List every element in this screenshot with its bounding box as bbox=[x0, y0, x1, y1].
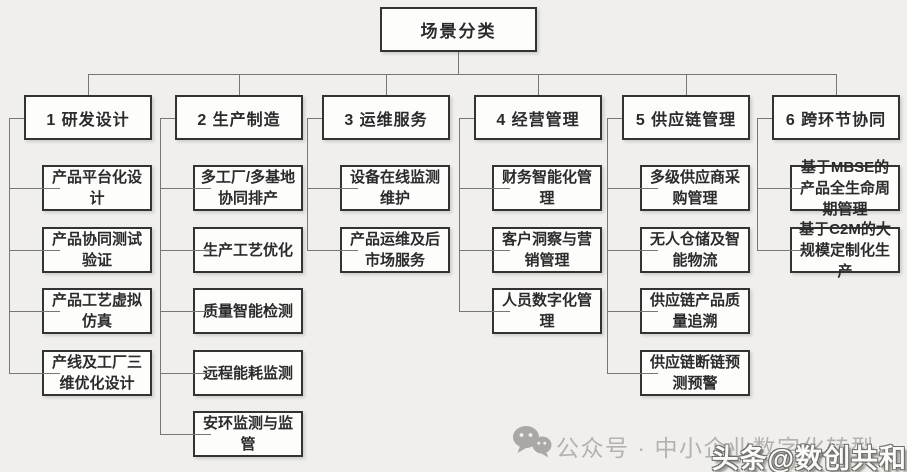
connector-line bbox=[458, 52, 459, 74]
connector-line bbox=[757, 117, 758, 250]
scenario-node: 生产工艺优化 bbox=[193, 227, 303, 273]
connector-line bbox=[386, 74, 387, 95]
connector-line bbox=[459, 117, 460, 311]
scenario-node: 基于C2M的大规模定制化生产 bbox=[790, 221, 900, 280]
scenario-node: 基于MBSE的产品全生命周期管理 bbox=[790, 159, 900, 218]
scenario-node: 产品平台化设计 bbox=[42, 165, 152, 211]
connector-line bbox=[607, 250, 658, 251]
scenario-node: 多级供应商采购管理 bbox=[640, 165, 750, 211]
connector-line bbox=[757, 188, 808, 189]
toutiao-watermark-text: 头条@数创共和 bbox=[711, 444, 907, 472]
connector-line bbox=[307, 117, 322, 119]
connector-line bbox=[459, 311, 510, 312]
connector-line bbox=[9, 188, 60, 189]
connector-line bbox=[88, 74, 89, 95]
connector-line bbox=[686, 74, 687, 95]
scenario-node: 产品运维及后市场服务 bbox=[340, 227, 450, 273]
scenario-node: 安环监测与监管 bbox=[193, 411, 303, 457]
connector-line bbox=[9, 250, 60, 251]
scenario-node: 产品工艺虚拟仿真 bbox=[42, 288, 152, 334]
scenario-node: 远程能耗监测 bbox=[193, 350, 303, 396]
category-header: 5 供应链管理 bbox=[622, 95, 750, 140]
connector-line bbox=[160, 373, 211, 374]
connector-line bbox=[307, 117, 308, 250]
wechat-icon bbox=[512, 424, 552, 465]
connector-line bbox=[607, 188, 658, 189]
root-node: 场景分类 bbox=[380, 7, 537, 52]
connector-line bbox=[607, 311, 658, 312]
connector-line bbox=[307, 250, 358, 251]
connector-line bbox=[607, 373, 658, 374]
connector-line bbox=[607, 117, 608, 373]
connector-line bbox=[836, 74, 837, 95]
connector-line bbox=[9, 311, 60, 312]
connector-line bbox=[757, 250, 808, 251]
category-header: 1 研发设计 bbox=[24, 95, 152, 140]
connector-line bbox=[9, 373, 60, 374]
connector-line bbox=[607, 117, 622, 119]
connector-line bbox=[160, 434, 211, 435]
connector-line bbox=[538, 74, 539, 95]
connector-line bbox=[757, 117, 772, 119]
scenario-node: 供应链断链预测预警 bbox=[640, 350, 750, 396]
category-header: 6 跨环节协同 bbox=[772, 95, 900, 140]
scenario-node: 产线及工厂三维优化设计 bbox=[42, 350, 152, 396]
connector-line bbox=[160, 188, 211, 189]
connector-line bbox=[160, 117, 175, 119]
scenario-node: 设备在线监测维护 bbox=[340, 165, 450, 211]
category-header: 4 经营管理 bbox=[474, 95, 602, 140]
category-header: 2 生产制造 bbox=[175, 95, 303, 140]
scenario-node: 产品协同测试验证 bbox=[42, 227, 152, 273]
scenario-node: 财务智能化管理 bbox=[492, 165, 602, 211]
connector-line bbox=[160, 311, 211, 312]
watermark: 公众号 · 中小企业数字化转型 头条@数创共和 bbox=[510, 420, 907, 472]
connector-line bbox=[239, 74, 240, 95]
connector-line bbox=[160, 250, 211, 251]
connector-line bbox=[459, 117, 474, 119]
category-header: 3 运维服务 bbox=[322, 95, 450, 140]
wechat-watermark-text: 公众号 · 中小企业数字化转型 bbox=[556, 435, 875, 461]
connector-line bbox=[9, 117, 24, 119]
connector-line bbox=[459, 188, 510, 189]
connector-line bbox=[307, 188, 358, 189]
connector-line bbox=[88, 74, 836, 75]
connector-line bbox=[9, 117, 10, 373]
connector-line bbox=[160, 117, 161, 434]
connector-line bbox=[459, 250, 510, 251]
scenario-node: 供应链产品质量追溯 bbox=[640, 288, 750, 334]
